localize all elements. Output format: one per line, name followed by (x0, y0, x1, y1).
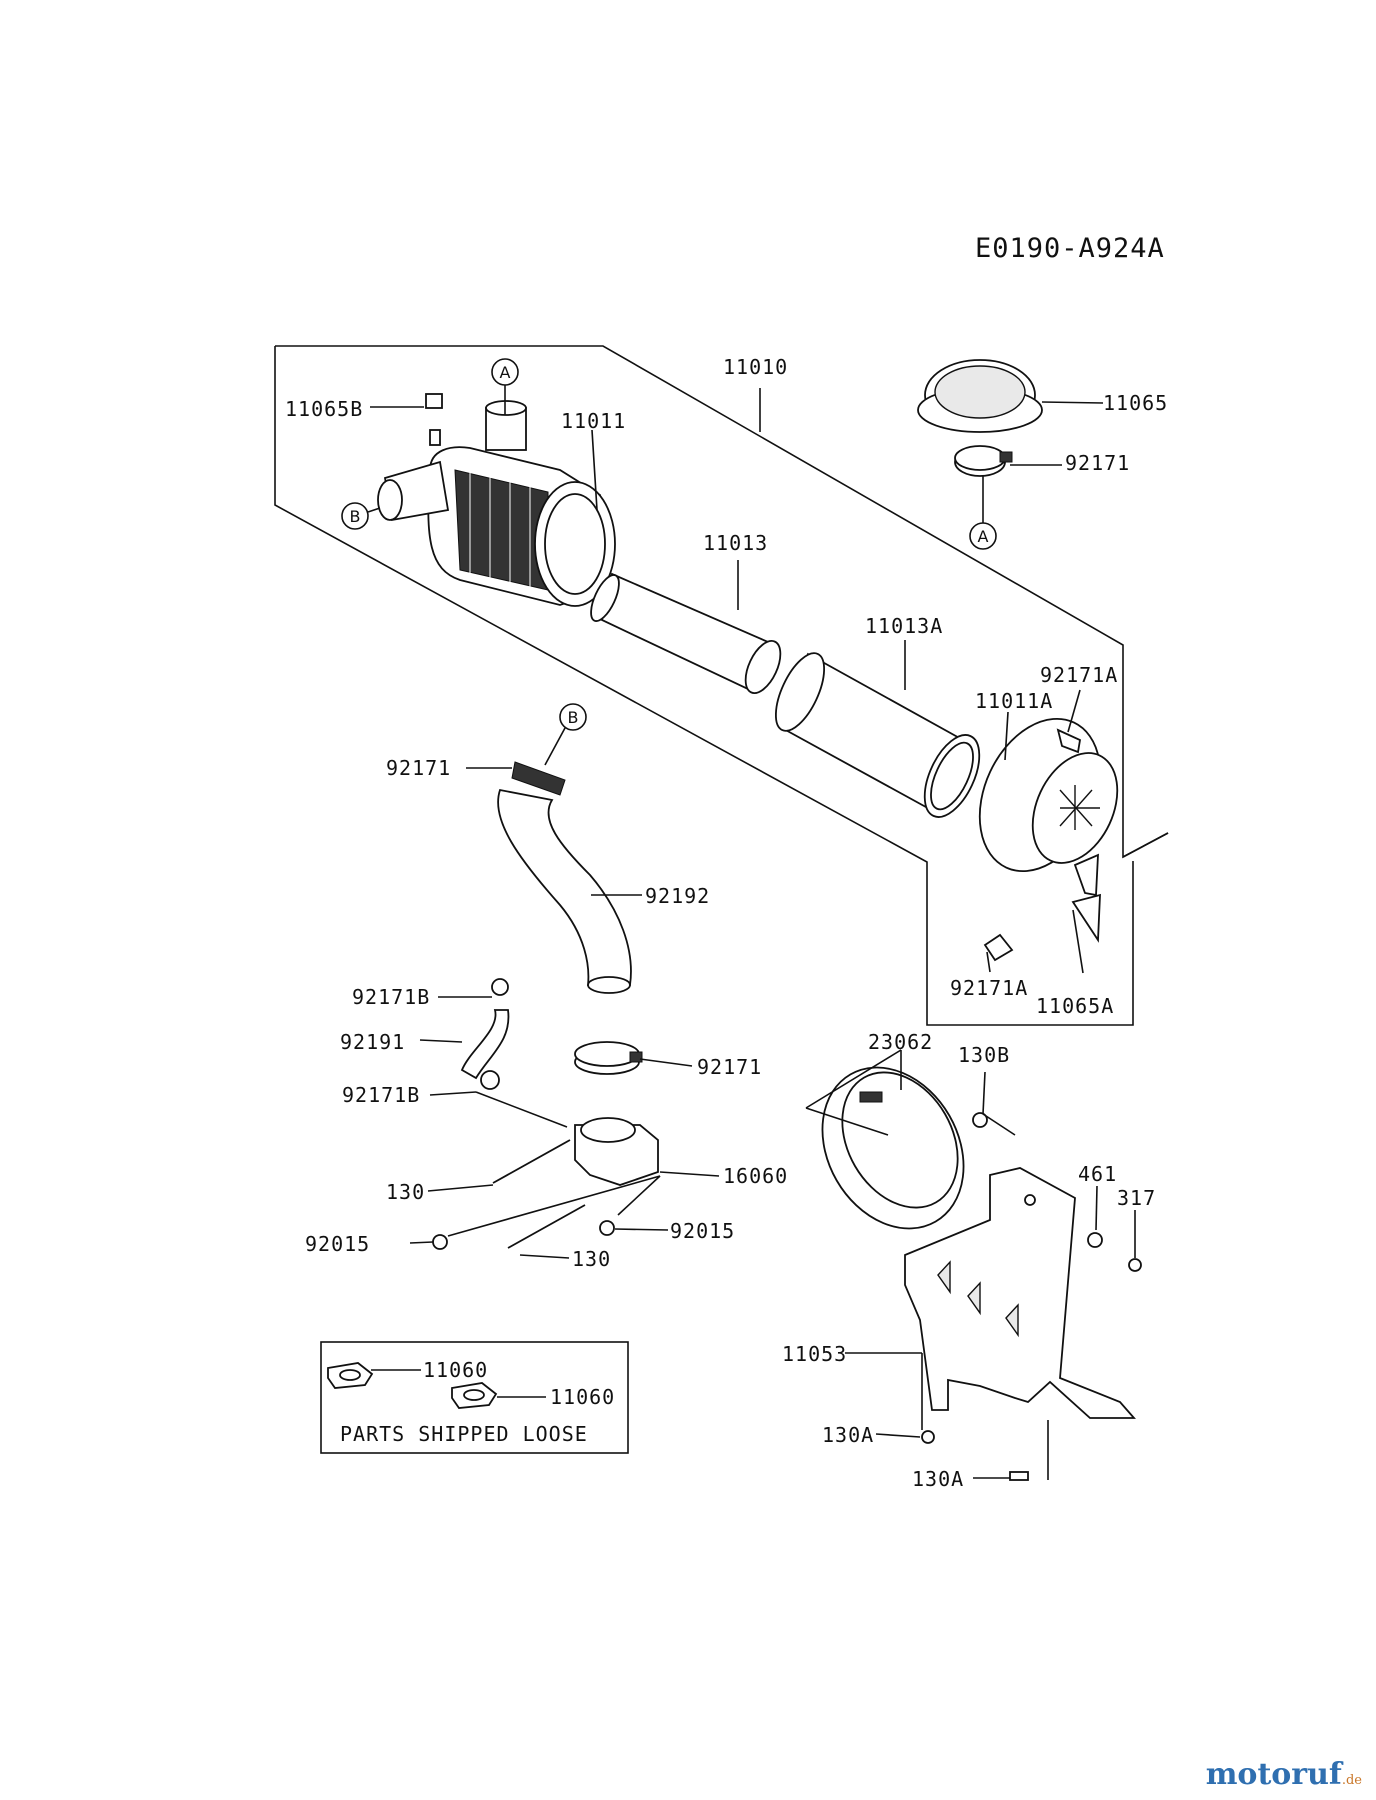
clamp-92171a (983, 728, 1082, 962)
label-11010: 11010 (723, 355, 788, 379)
label-130-left: 130 (386, 1180, 425, 1204)
bracket-11053 (904, 1167, 1142, 1481)
label-92171-top: 92171 (1065, 451, 1130, 475)
marker-b-left: B (341, 502, 381, 530)
label-11011a: 11011A (975, 689, 1053, 713)
leader-lines (370, 388, 1136, 1480)
loose-parts-label: PARTS SHIPPED LOOSE (340, 1422, 588, 1446)
label-317: 317 (1117, 1186, 1156, 1210)
label-92191: 92191 (340, 1030, 405, 1054)
svg-text:A: A (500, 363, 511, 382)
clamp-92171-mid (574, 1041, 643, 1075)
label-11065b: 11065B (285, 397, 363, 421)
watermark-logo: motoruf.de (1205, 1757, 1362, 1792)
svg-text:B: B (568, 708, 579, 727)
inner-element-11013 (590, 572, 782, 694)
air-cleaner-housing-11011 (377, 393, 616, 607)
label-16060: 16060 (723, 1164, 788, 1188)
label-11065a: 11065A (1036, 994, 1114, 1018)
marker-a-right: A (969, 476, 997, 550)
band-23062 (821, 1066, 988, 1230)
marker-b-hose: B (544, 703, 587, 766)
svg-text:B: B (350, 507, 361, 526)
label-11013a: 11013A (865, 614, 943, 638)
label-92192: 92192 (645, 884, 710, 908)
cap-11065 (917, 359, 1043, 433)
label-130b: 130B (958, 1043, 1010, 1067)
label-92171-b: 92171 (386, 756, 451, 780)
loose-parts-box: PARTS SHIPPED LOOSE (320, 1341, 629, 1454)
housing-ribs (454, 469, 549, 591)
label-92171b-top: 92171B (352, 985, 430, 1009)
intake-hose-92192 (497, 788, 632, 994)
label-23062: 23062 (868, 1030, 933, 1054)
primary-element-11013a (774, 652, 981, 818)
label-130a-b: 130A (912, 1467, 964, 1491)
label-92171-mid: 92171 (697, 1055, 762, 1079)
label-11011: 11011 (561, 409, 626, 433)
label-130a-a: 130A (822, 1423, 874, 1447)
label-92015-right: 92015 (670, 1219, 735, 1243)
hose-92191 (460, 978, 510, 1090)
label-92171a-top: 92171A (1040, 663, 1118, 687)
label-11060-b: 11060 (550, 1385, 615, 1409)
label-11053: 11053 (782, 1342, 847, 1366)
clamp-92171-b (511, 761, 566, 796)
label-11060-a: 11060 (423, 1358, 488, 1382)
label-92015-left: 92015 (305, 1232, 370, 1256)
label-130-bottom: 130 (572, 1247, 611, 1271)
label-11013: 11013 (703, 531, 768, 555)
label-461: 461 (1078, 1162, 1117, 1186)
label-11065: 11065 (1103, 391, 1168, 415)
label-92171b-bottom: 92171B (342, 1083, 420, 1107)
cap-11065a (1071, 893, 1101, 943)
diagram-code: E0190-A924A (975, 233, 1165, 264)
part-labels: 11010 11065B 11011 11065 92171 11013 110… (285, 355, 1168, 1491)
marker-a-top: A (491, 358, 519, 415)
svg-text:A: A (978, 527, 989, 546)
assembly-outline-11010 (274, 345, 1169, 1026)
throttle-body-16060 (432, 1117, 659, 1250)
cover-11011a (978, 717, 1119, 897)
clamp-92171-top (954, 445, 1013, 477)
label-92171a-bottom: 92171A (950, 976, 1028, 1000)
